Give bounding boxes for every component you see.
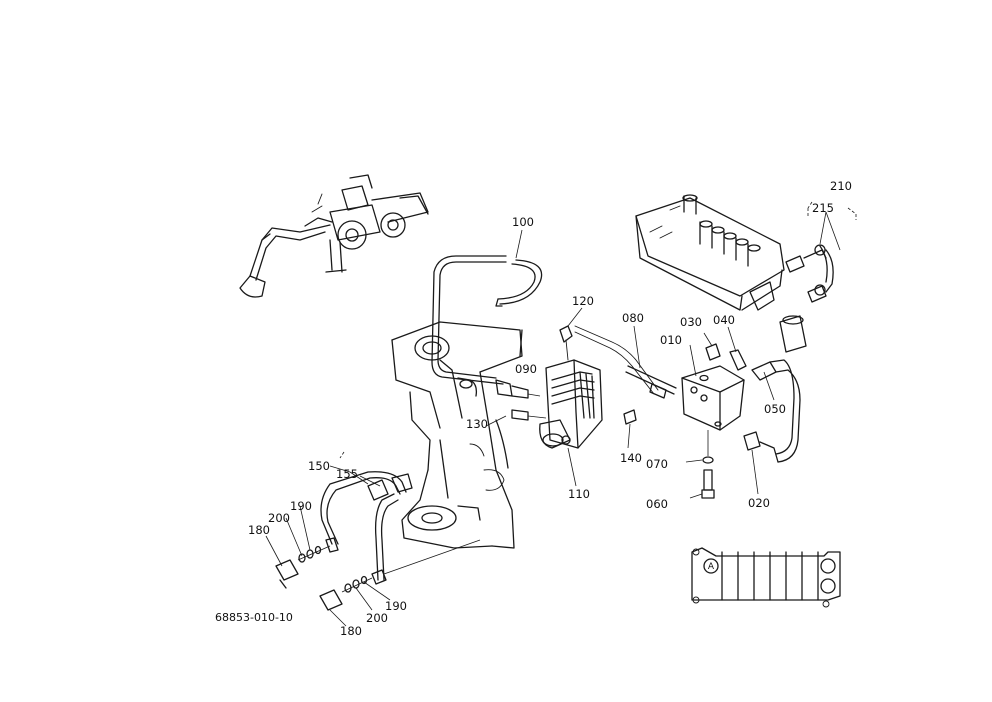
pipe-080	[625, 365, 677, 399]
callout-010: 010	[660, 333, 682, 347]
callout-060: 060	[646, 497, 668, 511]
callout-120: 120	[572, 294, 594, 308]
callout-200-upper: 200	[268, 511, 290, 525]
detail-marker-label: A	[708, 562, 715, 572]
callout-040: 040	[713, 313, 735, 327]
callout-140: 140	[620, 451, 642, 465]
callout-210: 210	[830, 179, 852, 193]
bolt-060	[701, 430, 715, 499]
control-valve-assembly	[539, 325, 637, 449]
callout-150: 150	[308, 459, 330, 473]
drawing-code: 68853-010-10	[215, 611, 293, 624]
callout-180-upper: 180	[248, 523, 270, 537]
pipe-assembly-150	[320, 451, 413, 581]
callout-020: 020	[748, 496, 770, 510]
callout-190-lower: 190	[385, 599, 407, 613]
callout-labels: 100 120 080 030 040 010 090 130 140 110 …	[248, 179, 852, 638]
engine-head	[635, 194, 785, 311]
callout-155: 155	[336, 467, 358, 481]
callout-110: 110	[568, 487, 590, 501]
plug-group-b	[319, 539, 481, 611]
circlip-part	[495, 259, 543, 307]
callout-leaders	[265, 229, 775, 627]
callout-215: 215	[812, 201, 834, 215]
callout-130: 130	[466, 417, 488, 431]
callout-190-upper: 190	[290, 499, 312, 513]
valve-block-010	[681, 365, 745, 431]
transmission-housing	[391, 321, 523, 549]
callout-100: 100	[512, 215, 534, 229]
callout-050: 050	[764, 402, 786, 416]
callout-180-lower: 180	[340, 624, 362, 638]
main-pipe	[431, 255, 659, 395]
callout-080: 080	[622, 311, 644, 325]
backhoe-thumbnail	[239, 174, 429, 298]
housing-fittings	[495, 379, 547, 421]
plug-group-a	[275, 537, 339, 589]
detail-view-a: A	[691, 547, 841, 608]
return-pipe	[769, 315, 807, 463]
callout-090: 090	[515, 362, 537, 376]
fittings-215-210	[785, 201, 857, 303]
callout-030: 030	[680, 315, 702, 329]
callout-070: 070	[646, 457, 668, 471]
callout-200-lower: 200	[366, 611, 388, 625]
